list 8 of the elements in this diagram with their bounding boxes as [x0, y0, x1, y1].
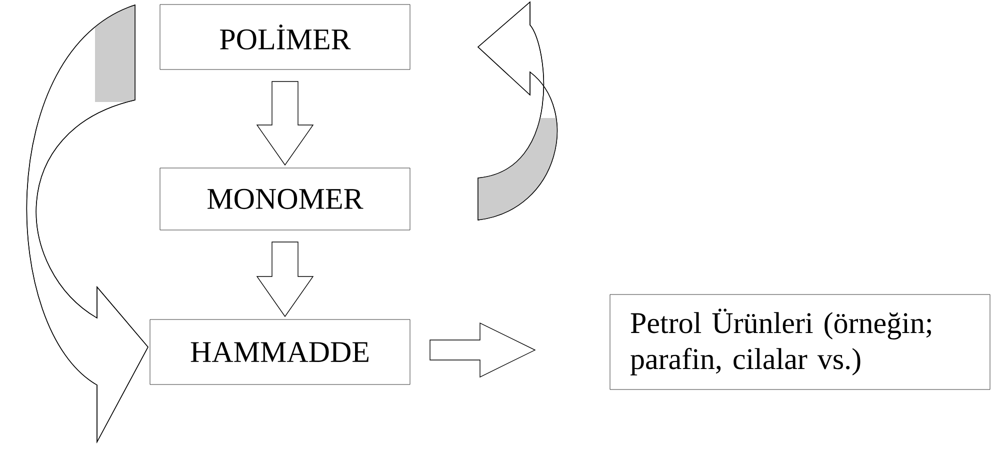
process-box: POLİMER: [160, 4, 410, 70]
curved-block-arrow: [478, 2, 558, 220]
process-box: Petrol Ürünleri (örneğin; parafin, cilalar vs.): [610, 294, 990, 390]
block-arrow: [256, 242, 314, 318]
process-box: HAMMADDE: [150, 319, 410, 385]
block-arrow: [430, 322, 536, 378]
block-arrow: [256, 81, 314, 166]
process-box: MONOMER: [160, 168, 410, 230]
